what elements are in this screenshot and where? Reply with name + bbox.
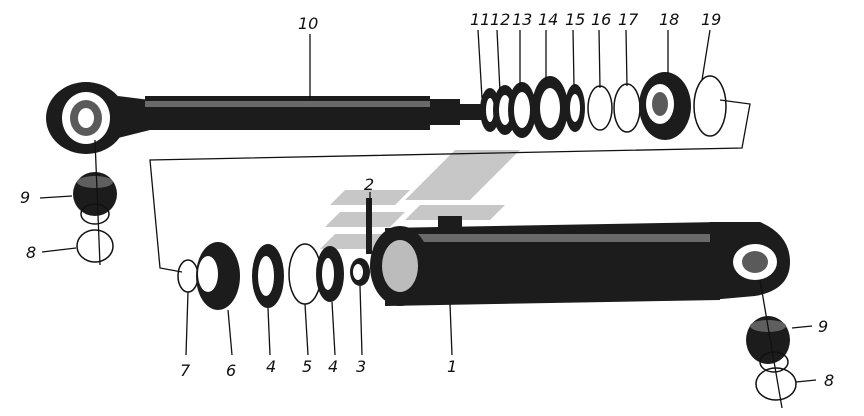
callout-12: 12: [490, 10, 510, 29]
assembly-line: [149, 99, 751, 273]
callout-10: 10: [298, 14, 318, 33]
left-pin-set: [73, 139, 117, 266]
callout-9-left: 9: [20, 188, 30, 207]
rod-seal-set: [480, 72, 727, 140]
callout-3: 3: [356, 357, 366, 376]
callout-2: 2: [364, 175, 374, 194]
callout-15: 15: [565, 10, 585, 29]
callout-1: 1: [447, 357, 457, 376]
part-2: [366, 198, 372, 254]
callout-13: 13: [512, 10, 532, 29]
callout-11: 11: [470, 10, 490, 29]
callout-7: 7: [180, 361, 191, 380]
piston-rod-assembly: [46, 82, 482, 154]
callout-8-left: 8: [26, 243, 36, 262]
callout-8-right: 8: [824, 371, 834, 390]
part-7: [177, 259, 199, 293]
leader-lines: [39, 29, 817, 383]
callout-4b: 4: [328, 357, 338, 376]
callout-14: 14: [538, 10, 558, 29]
callout-18: 18: [659, 10, 679, 29]
callout-19: 19: [701, 10, 721, 29]
cylinder-body: [370, 216, 790, 306]
callout-17: 17: [618, 10, 639, 29]
callout-16: 16: [591, 10, 611, 29]
callout-5: 5: [302, 357, 312, 376]
right-pin-set: [746, 279, 797, 409]
callout-4a: 4: [266, 357, 276, 376]
callout-9-right: 9: [818, 317, 828, 336]
callout-labels: 1 2 3 4 4 5 6 7 8 8 9 9 10 11 12 13 14 1…: [20, 10, 834, 390]
part-16: [587, 85, 613, 131]
part-17: [613, 83, 641, 133]
callout-6: 6: [226, 361, 236, 380]
part-19: [693, 75, 727, 137]
